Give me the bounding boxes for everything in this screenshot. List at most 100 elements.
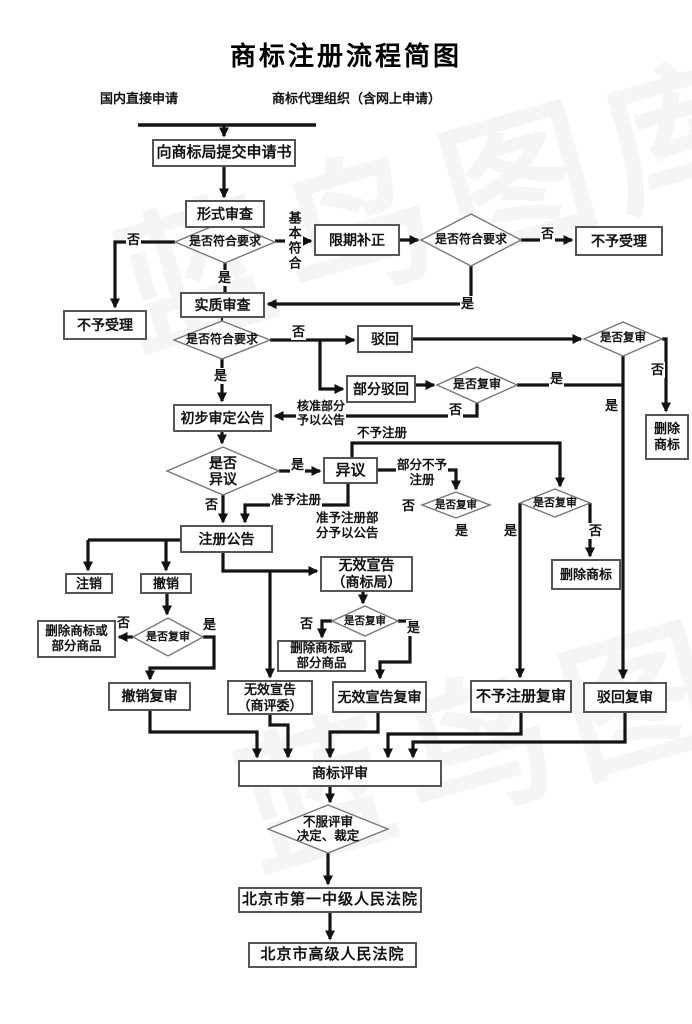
label-no-8: 否 <box>588 523 604 539</box>
diamond-review-5 <box>435 366 519 404</box>
label-yes-9: 是 <box>202 617 218 633</box>
node-invalidation-trab-line1: 无效宣告 <box>243 681 296 697</box>
node-high-court: 北京市高级人民法院 <box>248 942 417 968</box>
label-yes-8: 是 <box>503 523 519 539</box>
label-grant-registration: 准予注册 <box>270 493 323 508</box>
label-approved-part-line1: 核准部分 <box>297 399 346 413</box>
edge-invalid-trab-to-tm-review <box>268 715 293 759</box>
label-yes-2: 是 <box>460 296 476 312</box>
label-no-registration: 不予注册 <box>356 426 409 441</box>
node-rejection-review: 驳回复审 <box>583 682 667 713</box>
edge-no-reg-review-to-tm-review <box>383 713 523 759</box>
node-invalidation-trab-line2: （商评委） <box>237 697 303 713</box>
diamond-review-9 <box>131 617 205 657</box>
diamond-review-8 <box>518 488 592 518</box>
label-partial-no-reg-line2: 注册 <box>409 473 435 487</box>
label-yes-1: 是 <box>217 270 233 286</box>
label-approved-part-line2: 予以公告 <box>297 413 346 428</box>
edge-revoke-review-to-tm-review <box>148 711 262 759</box>
diamond-meet-req-2 <box>419 213 523 267</box>
diamond-appeal-q-label: 不服评审 决定、裁定 <box>268 805 388 853</box>
node-delete-tm-or-goods-mid-line1: 删除商标或 <box>290 641 353 655</box>
label-partial-no-reg-line1: 部分不予 <box>397 458 448 472</box>
node-submit-application: 向商标局提交申请书 <box>152 139 296 167</box>
label-approved-part-published: 核准部分 予以公告 <box>296 399 347 428</box>
label-no-5: 否 <box>448 402 464 418</box>
node-registration-publication: 注册公告 <box>180 525 273 553</box>
node-rejection: 驳回 <box>357 325 413 353</box>
node-invalidation-tmo: 无效宣告 （商标局） <box>320 556 413 592</box>
diamond-review-10 <box>330 605 400 637</box>
diamond-review-7 <box>420 491 492 519</box>
node-delete-tm-or-goods-mid-line2: 部分商品 <box>296 656 347 670</box>
label-no-7: 否 <box>402 498 416 513</box>
label-granted-part-line2: 分予以公告 <box>316 526 379 540</box>
node-revocation-review: 撤销复审 <box>108 682 191 711</box>
node-preliminary-publication: 初步审定公告 <box>173 404 272 432</box>
node-delete-trademark-right-line2: 商标 <box>653 437 680 452</box>
label-partial-no-registration: 部分不予 注册 <box>396 458 449 488</box>
node-delete-tm-or-goods-mid: 删除商标或 部分商品 <box>277 640 366 672</box>
node-delete-trademark-right-line1: 删除 <box>653 421 680 437</box>
node-invalidation-review: 无效宣告复审 <box>332 681 427 713</box>
diamond-opposition-q-line2: 异议 <box>209 471 237 487</box>
edge-invalid-review-to-tm-review <box>325 713 380 759</box>
page-title: 商标注册流程简图 <box>229 42 462 71</box>
label-no-9: 否 <box>116 615 132 631</box>
node-delete-tm-or-goods-left-line1: 删除商标或 <box>45 624 108 638</box>
node-delete-tm-or-goods-left: 删除商标或 部分商品 <box>37 620 116 658</box>
label-yes-4: 是 <box>604 398 620 414</box>
diamond-appeal-q-line2: 决定、裁定 <box>296 829 360 843</box>
node-invalidation-trab: 无效宣告 （商评委） <box>227 680 313 715</box>
label-no-3: 否 <box>291 324 307 340</box>
diamond-meet-req-1 <box>173 220 277 264</box>
edge-review10-no-to-delete-tm-or-mid <box>317 619 332 639</box>
diamond-appeal-q-line1: 不服评审 <box>302 814 353 829</box>
node-partial-rejection: 部分驳回 <box>346 375 416 403</box>
label-granted-part-line1: 准予注册部 <box>316 511 379 525</box>
label-yes-5: 是 <box>549 371 565 387</box>
label-no-10: 否 <box>299 616 315 632</box>
node-intermediate-court: 北京市第一中级人民法院 <box>238 887 422 913</box>
diamond-review-7-label: 是否复审 <box>435 498 477 511</box>
edge-meet-req2-yes-to-substantive <box>266 266 473 309</box>
edge-branch-to-partial-rejection <box>318 340 345 394</box>
node-not-accepted-left: 不予受理 <box>63 310 147 340</box>
label-no-2: 否 <box>540 226 556 242</box>
edge-rejection-review-to-tm-review <box>408 713 627 759</box>
diamond-review-4 <box>582 321 664 357</box>
label-granted-part-published: 准予注册部 分予以公告 <box>316 511 379 541</box>
node-revocation: 撤销 <box>140 573 192 594</box>
diamond-opposition-q-line1: 是否 <box>209 454 237 471</box>
node-trademark-review: 商标评审 <box>238 760 442 787</box>
edge-reg-announce-to-invalid-tmo <box>221 553 319 576</box>
node-cancellation: 注销 <box>65 573 113 594</box>
diamond-meet-req-2-label: 是否符合要求 <box>434 232 507 247</box>
node-no-registration-review: 不予注册复审 <box>470 680 572 713</box>
diamond-meet-req-1-label: 是否符合要求 <box>188 234 261 249</box>
diamond-review-9-label: 是否复审 <box>146 630 190 643</box>
node-invalidation-tmo-line2: （商标局） <box>331 574 402 590</box>
diamond-review-4-label: 是否复审 <box>600 332 646 345</box>
diamond-review-5-label: 是否复审 <box>452 377 501 392</box>
edge-review9-yes-to-revoke-review <box>145 635 216 681</box>
diamond-review-10-label: 是否复审 <box>344 614 386 627</box>
diamond-opposition-q <box>165 446 281 496</box>
diamond-meet-req-3-label: 是否符合要求 <box>185 332 258 347</box>
node-formal-exam: 形式审查 <box>185 200 265 228</box>
node-invalidation-tmo-line1: 无效宣告 <box>338 557 395 574</box>
diamond-appeal-q <box>266 804 390 854</box>
label-domestic-application: 国内直接申请 <box>100 91 179 106</box>
node-correction: 限期补正 <box>314 224 400 256</box>
node-delete-tm-or-goods-left-line2: 部分商品 <box>51 639 102 653</box>
label-basically-meets: 基本符合 <box>285 211 303 271</box>
label-yes-6: 是 <box>290 457 306 473</box>
diamond-review-8-label: 是否复审 <box>533 496 577 509</box>
label-no-4: 否 <box>650 362 666 378</box>
label-no-1: 否 <box>126 232 142 248</box>
label-no-6: 否 <box>204 497 220 513</box>
label-yes-3: 是 <box>213 368 229 384</box>
edge-meet-req-no-to-reject-accept-left <box>110 240 175 309</box>
